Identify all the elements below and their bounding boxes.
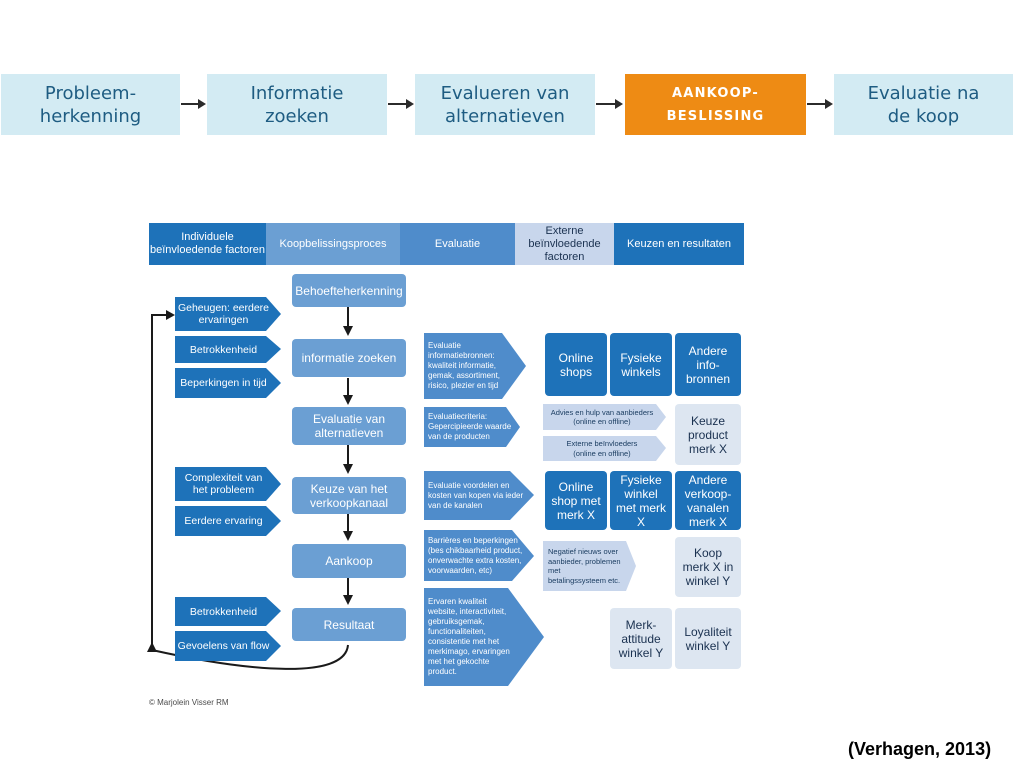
evaluation-barriers: Barrières en beperkingen (bes chikbaarhe…: [428, 535, 523, 575]
process-strip-arrows: [181, 99, 833, 109]
evaluation-costs-benefits: Evaluatie voordelen en kosten van kopen …: [428, 480, 524, 510]
process-channel-choice: Keuze van het verkoopkanaal: [292, 477, 406, 514]
factor-shape-5: [175, 506, 281, 536]
header-evaluation: Evaluatie: [400, 223, 515, 265]
strip-arrowhead-4: [825, 99, 833, 109]
factor-involvement: Betrokkenheid: [189, 343, 258, 356]
external-shape-1: [543, 404, 666, 430]
external-negative-news: Negatief nieuws over aanbieder, probleme…: [548, 547, 621, 585]
factor-complexity: Complexiteit van het probleem: [184, 472, 263, 496]
evaluation-experienced-quality: Ervaren kwaliteit website, interactivite…: [428, 597, 510, 676]
evaluation-shape-1: [424, 333, 526, 399]
process-arrowhead-3: [343, 464, 353, 474]
process-need-recognition: Behoefteherkenning: [292, 274, 406, 307]
evaluation-shape-5: [424, 588, 544, 686]
result-buy-brand-store: Koop merk X in winkel Y: [675, 537, 741, 597]
process-evaluate-alternatives: Evaluatie van alternatieven: [292, 407, 406, 445]
factor-time-limits: Beperkingen in tijd: [180, 377, 267, 389]
citation-text: (Verhagen, 2013): [848, 739, 992, 759]
factor-previous-experience: Eerdere ervaring: [184, 515, 263, 527]
external-advice: Advies en hulp van aanbieders (online en…: [550, 407, 654, 427]
header-individual-factors: Individuele beïnvloedende factoren: [149, 223, 266, 265]
evaluation-criteria: Evaluatiecriteria: Gepercipieerde waarde…: [428, 412, 512, 441]
step-evaluate-alternatives: Evalueren van alternatieven: [415, 74, 595, 135]
process-result: Resultaat: [292, 608, 406, 641]
evaluation-shape-2: [424, 407, 520, 447]
result-online-shop-brand: Online shop met merk X: [545, 471, 607, 530]
process-arrowhead-1: [343, 326, 353, 336]
process-arrowhead-4: [343, 531, 353, 541]
factor-shape-7: [175, 631, 281, 661]
step-label: Probleem- herkenning: [39, 82, 142, 127]
external-shape-2: [543, 436, 666, 461]
factor-shape-1: [175, 297, 281, 331]
strip-arrowhead-1: [198, 99, 206, 109]
result-physical-store-brand: Fysieke winkel met merk X: [610, 471, 672, 530]
evaluation-information-sources: Evaluatie informatiebronnen: kwaliteit i…: [428, 341, 501, 390]
feedback-arrowhead-right: [166, 310, 175, 320]
factor-flow: Gevoelens van flow: [177, 640, 270, 652]
step-label: Evaluatie na de koop: [867, 82, 980, 127]
step-label: Informatie zoeken: [250, 82, 344, 127]
result-brand-attitude: Merk- attitude winkel Y: [610, 608, 672, 669]
external-shape-3: [543, 541, 636, 591]
result-other-info-sources: Andere info- bronnen: [675, 333, 741, 396]
copyright-text: © Marjolein Visser RM: [149, 698, 229, 707]
step-problem-recognition: Probleem- herkenning: [1, 74, 180, 135]
feedback-loop-line: [151, 314, 349, 670]
step-label: Evalueren van alternatieven: [440, 82, 570, 127]
factor-shape-6: [175, 597, 281, 626]
factor-shape-2: [175, 336, 281, 363]
factor-shape-3: [175, 368, 281, 398]
factor-memory: Geheugen: eerdere ervaringen: [177, 302, 270, 326]
step-purchase-decision: AANKOOP- BESLISSING: [625, 74, 806, 135]
evaluation-shape-4: [424, 530, 534, 581]
result-physical-stores: Fysieke winkels: [610, 333, 672, 396]
header-buying-process: Koopbelissingsproces: [266, 223, 400, 265]
process-information-search: informatie zoeken: [292, 339, 406, 377]
step-information-search: Informatie zoeken: [207, 74, 387, 135]
header-choices-results: Keuzen en resultaten: [614, 223, 744, 265]
step-label: AANKOOP- BESLISSING: [666, 85, 765, 124]
header-external-factors: Externe beïnvloedende factoren: [515, 223, 614, 265]
step-post-purchase-evaluation: Evaluatie na de koop: [834, 74, 1013, 135]
feedback-arrowhead-up: [147, 642, 157, 652]
strip-arrowhead-2: [406, 99, 414, 109]
result-other-channels-brand: Andere verkoop- vanalen merk X: [675, 471, 741, 530]
external-influencers: Externe beïnvloeders (online en offline): [566, 439, 638, 458]
result-product-choice: Keuze product merk X: [675, 404, 741, 465]
factor-shape-4: [175, 467, 281, 501]
process-arrowhead-5: [343, 595, 353, 605]
process-arrowhead-2: [343, 395, 353, 405]
result-online-shops: Online shops: [545, 333, 607, 396]
factor-involvement-2: Betrokkenheid: [189, 605, 258, 618]
result-store-loyalty: Loyaliteit winkel Y: [675, 608, 741, 669]
strip-arrowhead-3: [615, 99, 623, 109]
process-purchase: Aankoop: [292, 544, 406, 578]
evaluation-shape-3: [424, 471, 534, 520]
